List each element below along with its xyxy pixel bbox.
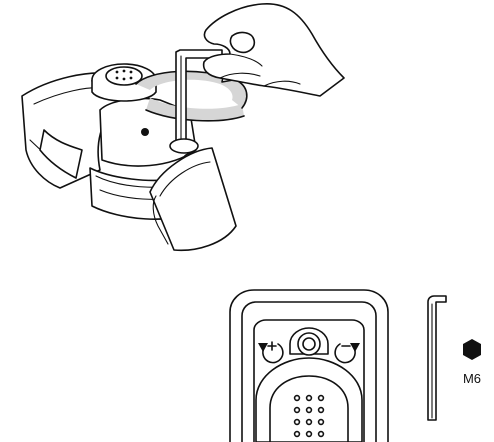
hex-key-size-label: M6 [452, 372, 492, 385]
center-adjust-nut [290, 328, 328, 355]
adjustment-scene [22, 4, 344, 251]
hex-size-icon [463, 339, 481, 360]
hex-key-tool [428, 296, 446, 420]
pivot-dot [141, 128, 149, 136]
unit-front-detail [230, 290, 388, 442]
